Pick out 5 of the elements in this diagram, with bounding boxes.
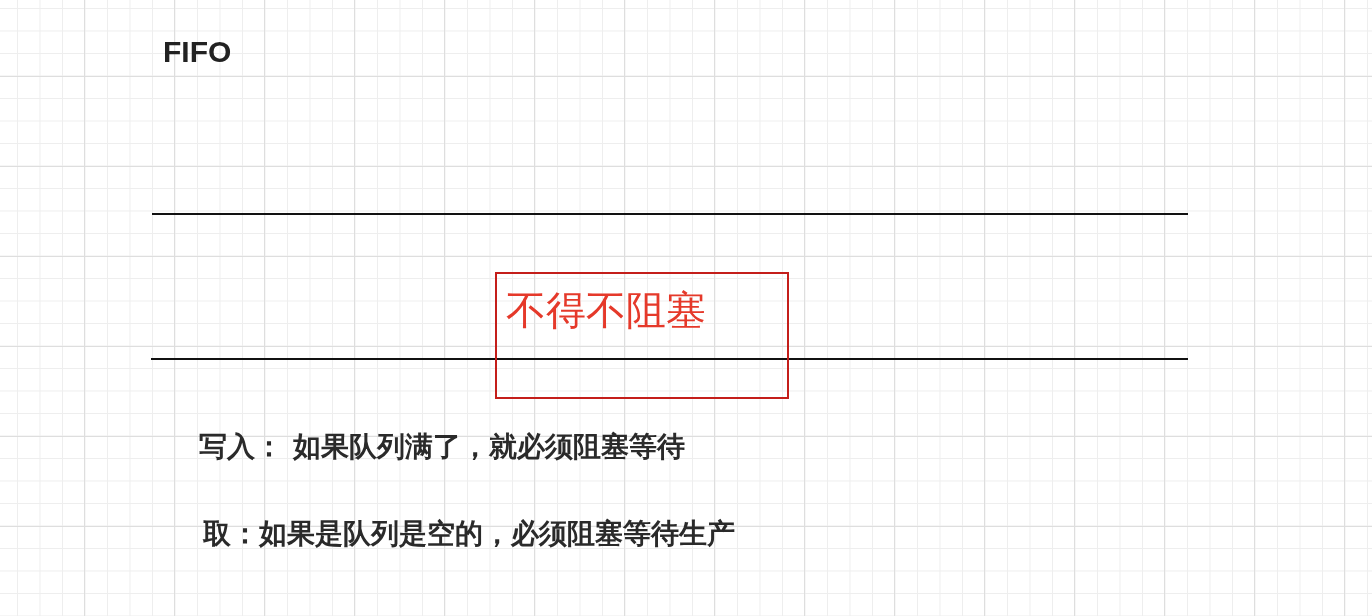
box-label: 不得不阻塞 [506,286,706,334]
note-text: 写入： 如果队列满了，就必须阻塞等待 [199,430,685,464]
highlight-box [495,272,789,399]
note-text: 取：如果是队列是空的，必须阻塞等待生产 [203,517,735,551]
diagram-title: FIFO [163,34,232,70]
